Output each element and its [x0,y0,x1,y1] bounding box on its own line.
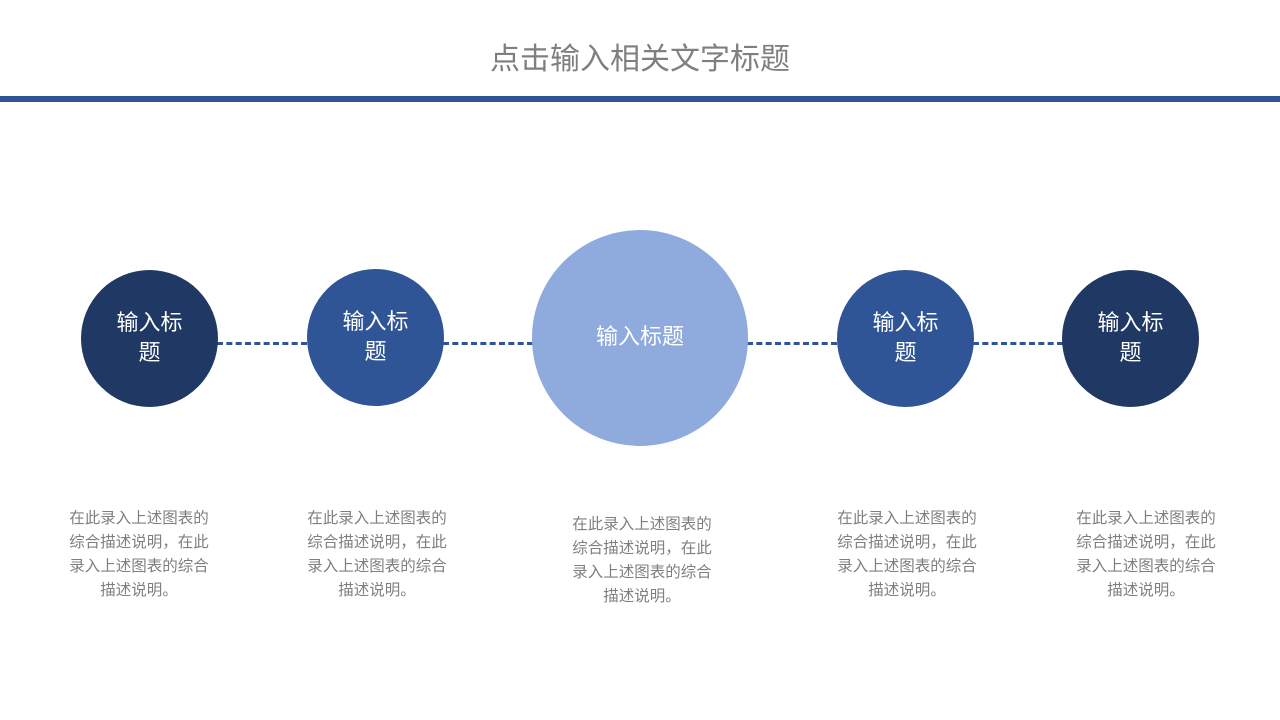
connector-line [443,342,533,345]
step-circle-2: 输入标题 [307,269,444,406]
connector-line [217,342,307,345]
title-divider [0,96,1280,102]
step-title: 输入标题 [116,310,183,366]
slide-title: 点击输入相关文字标题 [490,42,790,77]
step-description: 在此录入上述图表的综合描述说明，在此录入上述图表的综合描述说明。 [1076,509,1216,599]
step-circle-4: 输入标题 [837,270,974,407]
step-description: 在此录入上述图表的综合描述说明，在此录入上述图表的综合描述说明。 [307,509,447,599]
step-title: 输入标题 [872,310,939,366]
step-title: 输入标题 [1097,310,1164,366]
step-circle-5: 输入标题 [1062,270,1199,407]
step-title: 输入标题 [595,325,684,350]
step-description: 在此录入上述图表的综合描述说明，在此录入上述图表的综合描述说明。 [837,509,977,599]
connector-line [747,342,837,345]
step-title: 输入标题 [342,309,409,365]
step-description: 在此录入上述图表的综合描述说明，在此录入上述图表的综合描述说明。 [69,509,209,599]
step-circle-1: 输入标题 [81,270,218,407]
step-circle-3: 输入标题 [532,230,748,446]
connector-line [973,342,1063,345]
step-description: 在此录入上述图表的综合描述说明，在此录入上述图表的综合描述说明。 [572,515,712,605]
